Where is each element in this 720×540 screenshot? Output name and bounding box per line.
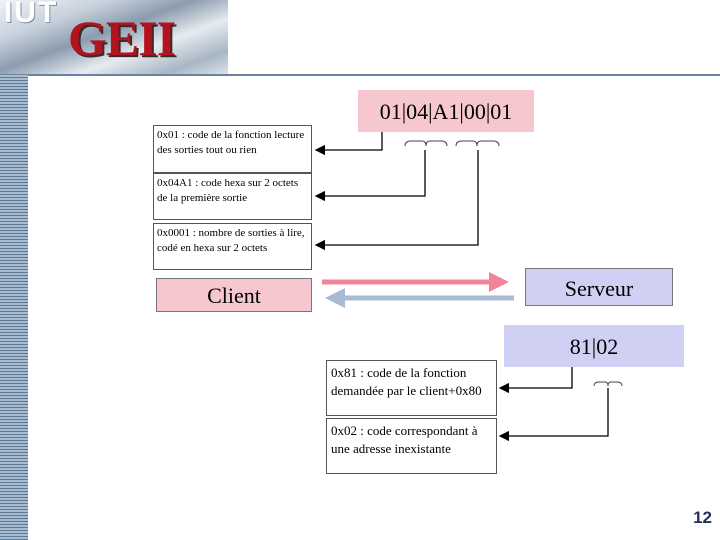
- brace-address: [404, 140, 448, 147]
- response-frame: 81|02: [504, 325, 684, 367]
- server-box: Serveur: [525, 268, 673, 306]
- left-decorative-bar: [0, 75, 28, 540]
- page-number: 12: [693, 508, 712, 527]
- iut-geii-logo: IUT GEII: [0, 0, 228, 74]
- note-function-code: 0x01 : code de la fonction lecture des s…: [153, 125, 312, 173]
- line-address: [314, 150, 426, 202]
- note-error-function: 0x81 : code de la fonction demandée par …: [326, 360, 497, 416]
- line-count: [314, 150, 479, 251]
- header-divider: [0, 74, 720, 76]
- note-address: 0x04A1 : code hexa sur 2 octets de la pr…: [153, 173, 312, 220]
- brace-count: [455, 140, 500, 147]
- note-error-code: 0x02 : code correspondant à une adresse …: [326, 418, 497, 474]
- line-function-code: [314, 132, 383, 156]
- line-error-function: [498, 367, 573, 394]
- logo-geii-text: GEII: [68, 10, 176, 66]
- line-error-code: [498, 388, 609, 442]
- logo-iut-text: IUT: [4, 0, 59, 29]
- request-frame: 01|04|A1|00|01: [358, 90, 534, 132]
- client-box: Client: [156, 278, 312, 312]
- brace-error-code: [593, 381, 623, 387]
- note-count: 0x0001 : nombre de sorties à lire, codé …: [153, 223, 312, 270]
